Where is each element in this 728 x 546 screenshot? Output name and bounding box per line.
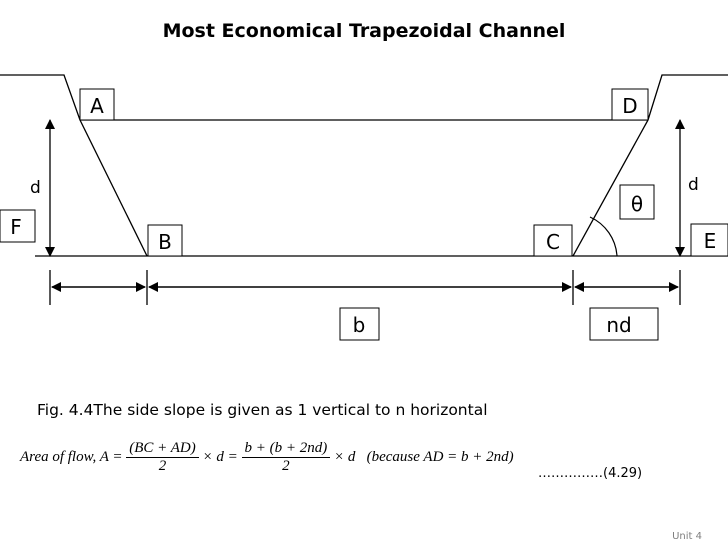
trapezoidal-channel-diagram: A D F B C E θ b nd d d <box>0 74 728 341</box>
fraction-2: b + (b + 2nd) 2 <box>241 440 331 475</box>
fraction-1: (BC + AD) 2 <box>126 440 199 475</box>
depth-label-left: d <box>30 178 41 198</box>
side-slope-right <box>572 119 649 257</box>
label-nd: nd <box>589 307 659 341</box>
svg-text:b: b <box>353 313 366 337</box>
area-formula: Area of flow, A = (BC + AD) 2 × d = b + … <box>20 440 514 475</box>
label-theta: θ <box>619 184 655 220</box>
right-bank-line <box>647 74 728 121</box>
formula-lhs: Area of flow, A = <box>20 448 123 465</box>
svg-text:F: F <box>10 215 22 239</box>
fraction-1-denominator: 2 <box>158 458 167 474</box>
theta-arc <box>589 216 618 257</box>
label-c: C <box>533 224 573 257</box>
slide-footer: Unit 4 <box>672 531 702 542</box>
figure-caption: Fig. 4.4The side slope is given as 1 ver… <box>37 401 488 419</box>
side-slope-left <box>79 119 148 257</box>
svg-text:B: B <box>158 230 172 254</box>
equation-number: ……………(4.29) <box>538 466 643 481</box>
fraction-2-denominator: 2 <box>282 458 290 474</box>
label-f: F <box>0 209 36 243</box>
label-e: E <box>690 223 728 257</box>
formula-times-d-2: × d <box>334 448 356 465</box>
svg-text:D: D <box>622 94 637 118</box>
left-bank-line <box>0 74 81 121</box>
svg-text:θ: θ <box>631 192 643 216</box>
svg-text:A: A <box>90 94 104 118</box>
fraction-2-numerator: b + (b + 2nd) <box>241 440 331 458</box>
label-b: B <box>147 224 183 257</box>
diagram-title: Most Economical Trapezoidal Channel <box>162 20 566 42</box>
depth-label-right: d <box>688 175 699 195</box>
label-d: D <box>611 88 649 121</box>
svg-text:C: C <box>546 230 560 254</box>
formula-note: (because AD = b + 2nd) <box>366 448 514 465</box>
label-a: A <box>79 88 115 121</box>
svg-text:nd: nd <box>606 313 631 337</box>
formula-times-d-1: × d = <box>202 448 238 465</box>
svg-text:E: E <box>704 229 717 253</box>
fraction-1-numerator: (BC + AD) <box>126 440 199 458</box>
label-b-width: b <box>339 307 380 341</box>
